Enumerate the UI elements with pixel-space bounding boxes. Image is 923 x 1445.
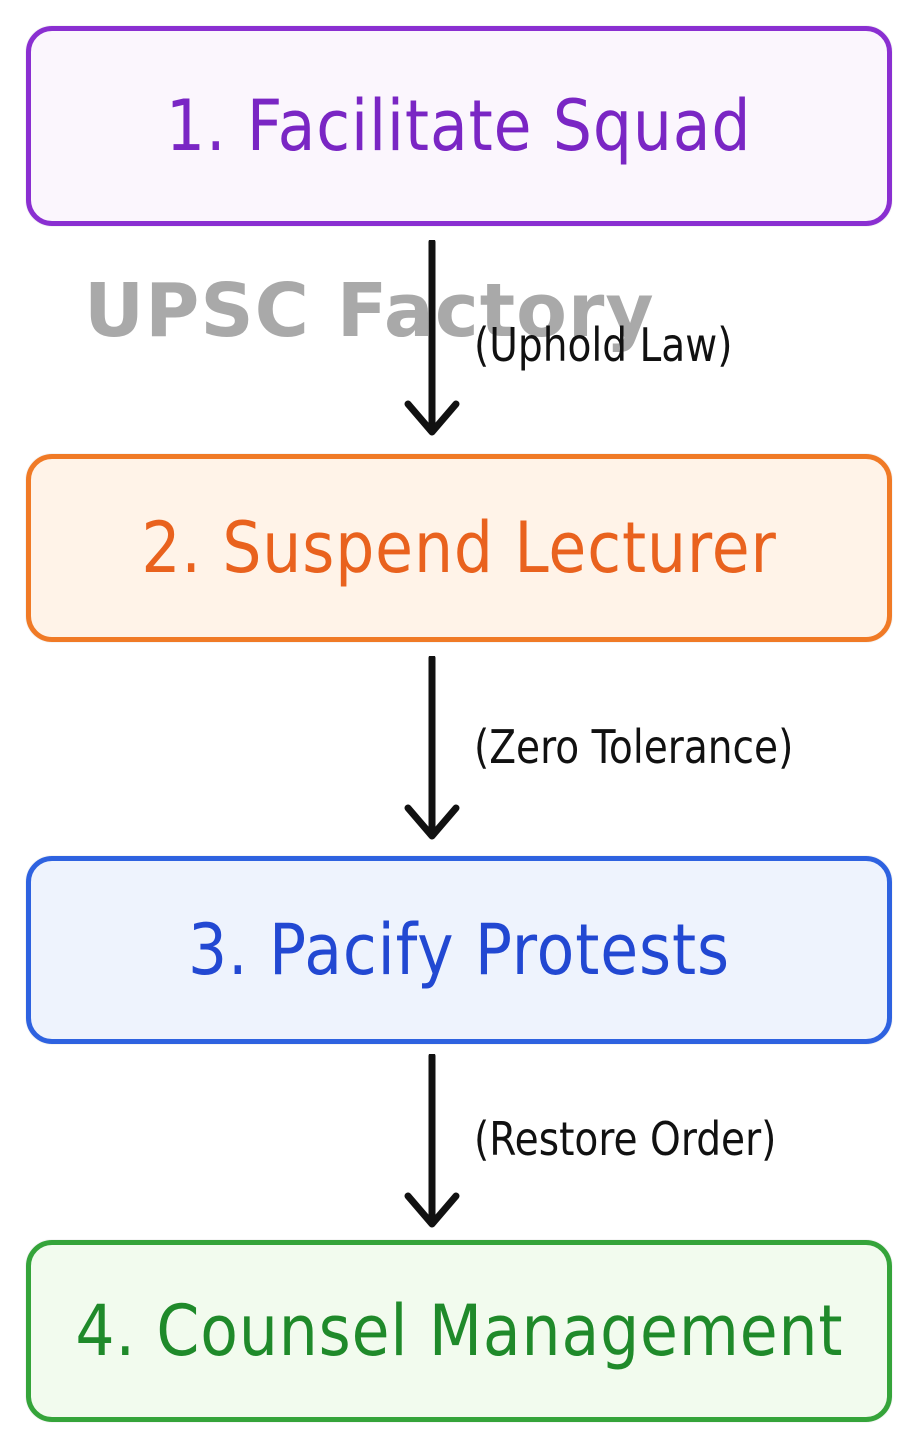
down-arrow-icon — [400, 656, 464, 842]
step-3-box: 3. Pacify Protests — [26, 856, 892, 1044]
step-4-box: 4. Counsel Management — [26, 1240, 892, 1422]
step-2-label: 2. Suspend Lecturer — [141, 507, 777, 589]
watermark: UPSC Factory — [84, 268, 655, 354]
connector-3-label: (Restore Order) — [474, 1112, 777, 1166]
down-arrow-icon — [400, 240, 464, 440]
connector-2-label: (Zero Tolerance) — [474, 720, 794, 774]
step-2-box: 2. Suspend Lecturer — [26, 454, 892, 642]
step-1-box: 1. Facilitate Squad — [26, 26, 892, 226]
down-arrow-icon — [400, 1054, 464, 1230]
step-4-label: 4. Counsel Management — [74, 1290, 844, 1372]
step-3-label: 3. Pacify Protests — [187, 909, 731, 991]
connector-1-label: (Uphold Law) — [474, 318, 733, 372]
step-1-label: 1. Facilitate Squad — [166, 85, 752, 167]
